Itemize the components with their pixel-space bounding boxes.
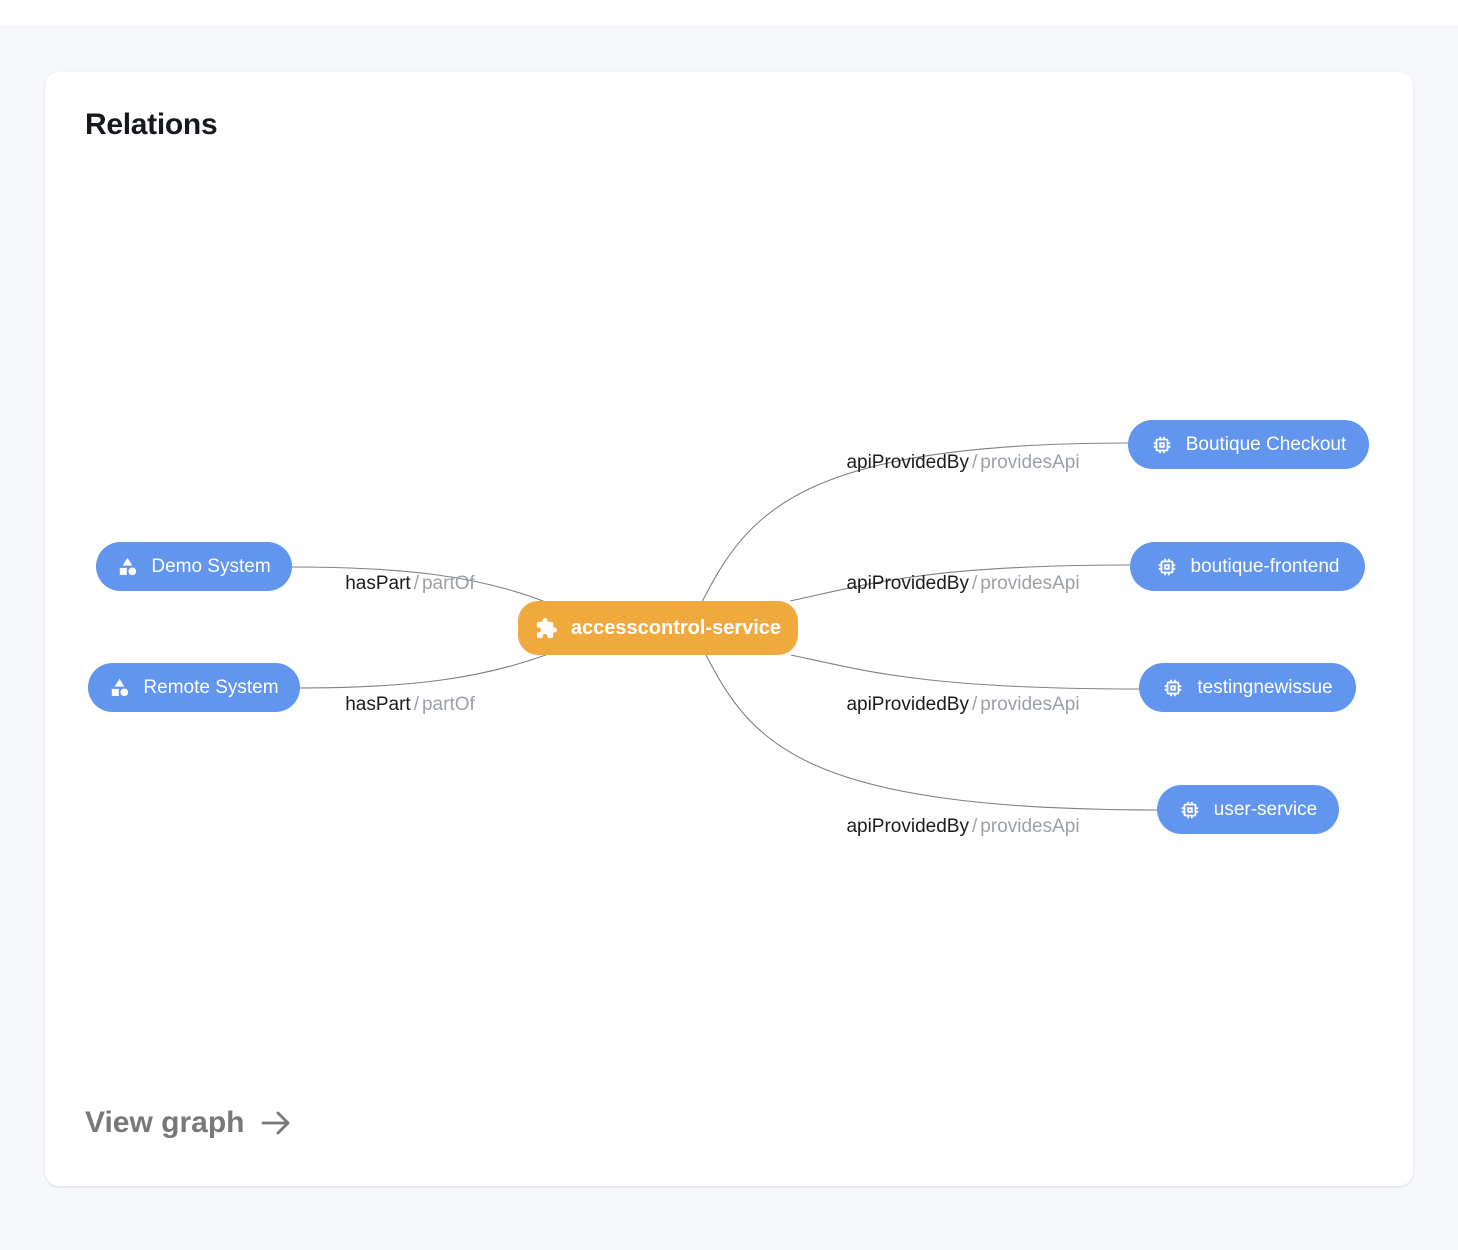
edge-label-secondary: providesApi <box>980 573 1080 594</box>
edge-label-separator: / <box>971 816 978 837</box>
node-label: Boutique Checkout <box>1185 433 1347 455</box>
edge-label-separator: / <box>971 452 978 473</box>
node-boutique-frontend[interactable]: boutique-frontend <box>1130 542 1365 591</box>
edge-label-secondary: providesApi <box>980 816 1080 837</box>
top-strip <box>0 0 1458 25</box>
chip-icon <box>1179 799 1201 821</box>
card-title: Relations <box>85 108 218 141</box>
edge-label-haspart-demo: hasPart/partOf <box>345 573 475 595</box>
edge-label-api-checkout: apiProvidedBy/providesApi <box>846 452 1079 474</box>
edge-label-primary: apiProvidedBy <box>846 694 969 715</box>
edge-label-separator: / <box>413 694 419 715</box>
edge-label-primary: apiProvidedBy <box>846 816 969 837</box>
node-label: Remote System <box>143 676 279 698</box>
system-shapes-icon <box>117 556 138 577</box>
node-remote-system[interactable]: Remote System <box>88 663 300 712</box>
edge-label-api-testing: apiProvidedBy/providesApi <box>846 694 1079 716</box>
edge-label-secondary: partOf <box>421 573 475 594</box>
node-label: accesscontrol-service <box>570 616 782 639</box>
edge-label-api-user: apiProvidedBy/providesApi <box>846 816 1079 838</box>
edge-label-primary: apiProvidedBy <box>846 452 969 473</box>
arrow-right-icon <box>259 1107 293 1139</box>
node-label: boutique-frontend <box>1190 555 1340 577</box>
node-demo-system[interactable]: Demo System <box>96 542 292 591</box>
edge-label-primary: apiProvidedBy <box>846 573 969 594</box>
chip-icon <box>1151 434 1173 456</box>
node-label: user-service <box>1213 798 1318 820</box>
edge-label-secondary: providesApi <box>980 694 1080 715</box>
edge-label-primary: hasPart <box>345 573 411 594</box>
edge-label-separator: / <box>971 573 978 594</box>
node-user-service[interactable]: user-service <box>1157 785 1339 834</box>
edge-label-primary: hasPart <box>345 694 411 715</box>
edge-label-separator: / <box>971 694 978 715</box>
node-boutique-checkout[interactable]: Boutique Checkout <box>1128 420 1369 469</box>
view-graph-label: View graph <box>85 1106 245 1139</box>
edge-label-api-frontend: apiProvidedBy/providesApi <box>846 573 1079 595</box>
puzzle-icon <box>535 617 558 640</box>
edge-label-separator: / <box>413 573 419 594</box>
node-testingnewissue[interactable]: testingnewissue <box>1139 663 1356 712</box>
edge-label-haspart-remote: hasPart/partOf <box>345 694 475 716</box>
node-label: testingnewissue <box>1197 676 1333 698</box>
edge-label-secondary: providesApi <box>980 452 1080 473</box>
node-label: Demo System <box>151 555 271 577</box>
system-shapes-icon <box>109 677 130 698</box>
edge-label-secondary: partOf <box>421 694 475 715</box>
chip-icon <box>1156 556 1178 578</box>
chip-icon <box>1162 677 1184 699</box>
node-accesscontrol-service[interactable]: accesscontrol-service <box>518 601 798 655</box>
view-graph-link[interactable]: View graph <box>85 1106 293 1140</box>
